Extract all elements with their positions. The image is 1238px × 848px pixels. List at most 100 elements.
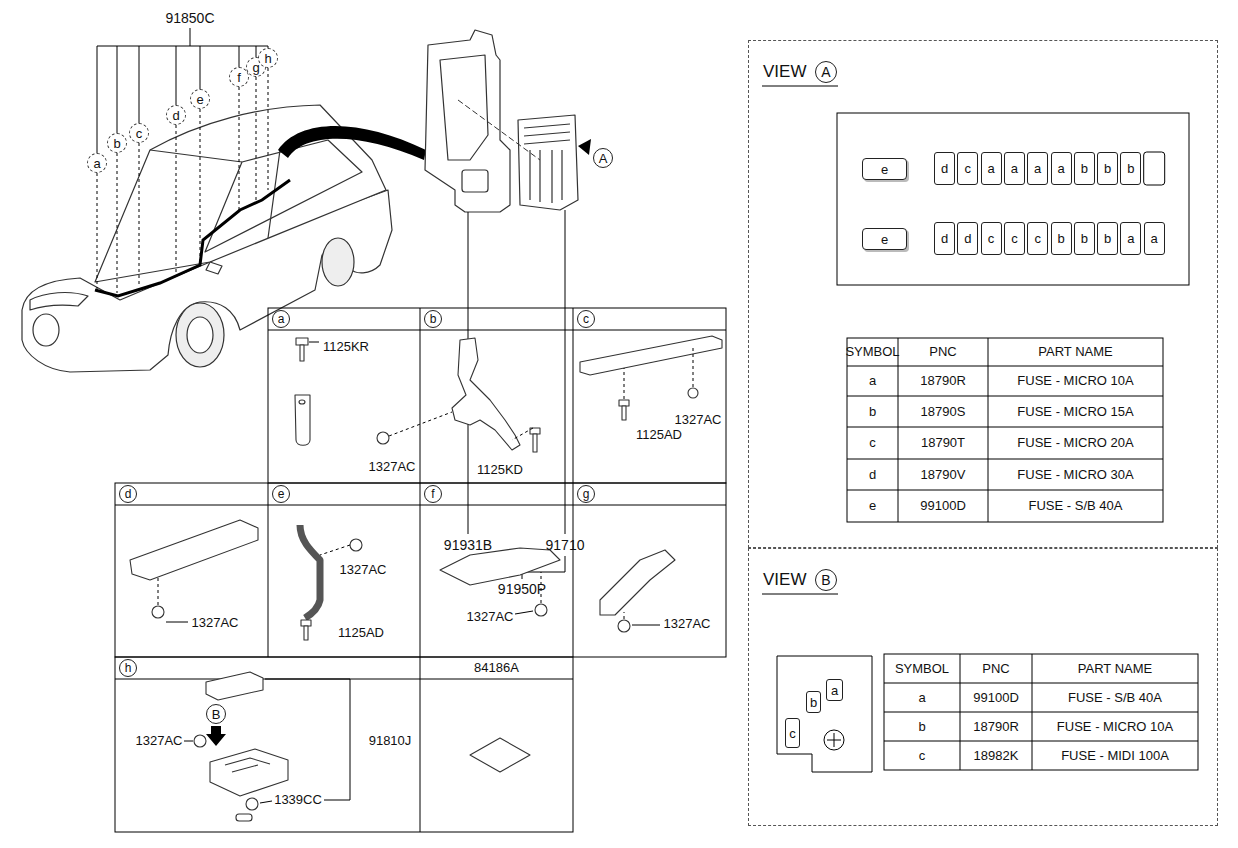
bracket: [295, 395, 310, 445]
node-text: 84186A: [420, 661, 573, 675]
table-cell: d: [869, 467, 876, 482]
car-wheel: [187, 317, 213, 353]
fuse-symbol: d: [941, 232, 948, 245]
fuse-symbol: b: [1104, 232, 1111, 245]
module-connectors: [524, 124, 570, 203]
fuse: b: [1074, 222, 1095, 255]
part-number: 1327AC: [664, 617, 711, 632]
fuse: a: [1120, 222, 1141, 255]
detail-panel: g: [573, 483, 726, 657]
fuse: c: [981, 222, 1002, 255]
fuse: c: [785, 718, 800, 748]
pad: [470, 738, 530, 772]
table-cell: b: [869, 404, 876, 419]
view-marker: A: [593, 148, 613, 168]
car-wheel: [176, 303, 224, 367]
harness-hose: [300, 525, 320, 618]
harness-clip: [452, 338, 520, 450]
table-cell: FUSE - MICRO 10A: [1017, 374, 1133, 389]
part-number: 91931B: [444, 537, 492, 553]
table-cell: 18790R: [920, 374, 966, 389]
bolt: [533, 434, 537, 452]
harness-protector: [600, 550, 675, 615]
fuse-symbol: d: [964, 232, 971, 245]
node-text: B: [212, 708, 221, 721]
fuse: b: [1097, 222, 1118, 255]
nut: [246, 798, 258, 810]
node-text: VIEW: [763, 570, 806, 590]
fuse: a: [981, 152, 1002, 185]
fuse-symbol: c: [789, 727, 796, 740]
callout-circle: h: [258, 48, 278, 68]
table-cell: SYMBOL: [845, 345, 899, 360]
bracket: [425, 30, 510, 212]
table-cell: FUSE - MICRO 10A: [1057, 719, 1173, 734]
view-panel: VIEWAedcaaaabbbeddcccbbbaa: [748, 40, 1218, 548]
part-number: 1327AC: [467, 610, 514, 625]
fuse: c: [1027, 222, 1048, 255]
fuse-symbol: b: [1127, 162, 1134, 175]
callout-circle: b: [107, 133, 127, 153]
part-number: 1125KR: [323, 340, 369, 355]
node-text: b: [113, 137, 120, 150]
node-text: h: [264, 52, 271, 65]
bolt: [300, 345, 304, 361]
node-text: c: [136, 127, 143, 140]
fuse-slow-blow: e: [862, 158, 907, 180]
leader-dashed: [97, 68, 268, 293]
table-cell: 99100D: [920, 499, 966, 514]
nut: [152, 606, 164, 618]
table-cell: SYMBOL: [895, 661, 949, 676]
node-text: A: [599, 152, 608, 165]
fuse-symbol: c: [1034, 232, 1041, 245]
fuse-symbol: b: [1081, 162, 1088, 175]
node-text: e: [196, 93, 203, 106]
fuse-symbol: b: [810, 696, 817, 709]
table-cell: PNC: [929, 345, 956, 360]
fuse-symbol: b: [1081, 232, 1088, 245]
part-number: 1339CC: [274, 793, 322, 808]
part-number: 1125AD: [338, 626, 384, 641]
fuse: a: [1051, 152, 1072, 185]
table-cell: FUSE - MICRO 15A: [1017, 404, 1133, 419]
nut: [535, 604, 547, 616]
terminal: [236, 814, 252, 821]
fuse-symbol: b: [1104, 162, 1111, 175]
car-mirror: [206, 262, 222, 274]
nut: [377, 432, 389, 444]
callout-letter: f: [424, 485, 442, 503]
part-number: 91850C: [165, 10, 214, 26]
junction-box: [210, 749, 288, 796]
fuse-symbol: c: [988, 232, 995, 245]
detail-panel: a: [268, 308, 420, 483]
harness-rail: [130, 520, 258, 580]
fuse: d: [934, 152, 955, 185]
location-arrow: [278, 126, 426, 160]
car-pillar: [150, 150, 280, 238]
fuse: b: [1097, 152, 1118, 185]
table-cell: c: [919, 748, 926, 763]
callout-circle: c: [129, 123, 149, 143]
callout-letter: c: [577, 310, 595, 328]
bolt: [622, 406, 626, 420]
table-cell: FUSE - S/B 40A: [1029, 499, 1123, 514]
callout-letter: g: [577, 485, 595, 503]
table-cell: e: [869, 499, 876, 514]
junction-box-detail: [225, 758, 270, 772]
part-number: 1327AC: [675, 413, 722, 428]
callout-letter: B: [815, 569, 837, 591]
bracket-cutout: [462, 170, 488, 192]
fuse-symbol: a: [1057, 162, 1064, 175]
bracket-hole: [299, 400, 305, 404]
fuse: c: [1004, 222, 1025, 255]
car-grille: [33, 314, 59, 346]
fuse-symbol: a: [987, 162, 994, 175]
detail-panel: 84186A: [420, 657, 573, 832]
callout-letter: d: [119, 485, 137, 503]
fuse: b: [1120, 152, 1141, 185]
node-text: f: [237, 71, 241, 84]
fuse-slow-blow: e: [862, 228, 907, 250]
nut: [350, 539, 362, 551]
